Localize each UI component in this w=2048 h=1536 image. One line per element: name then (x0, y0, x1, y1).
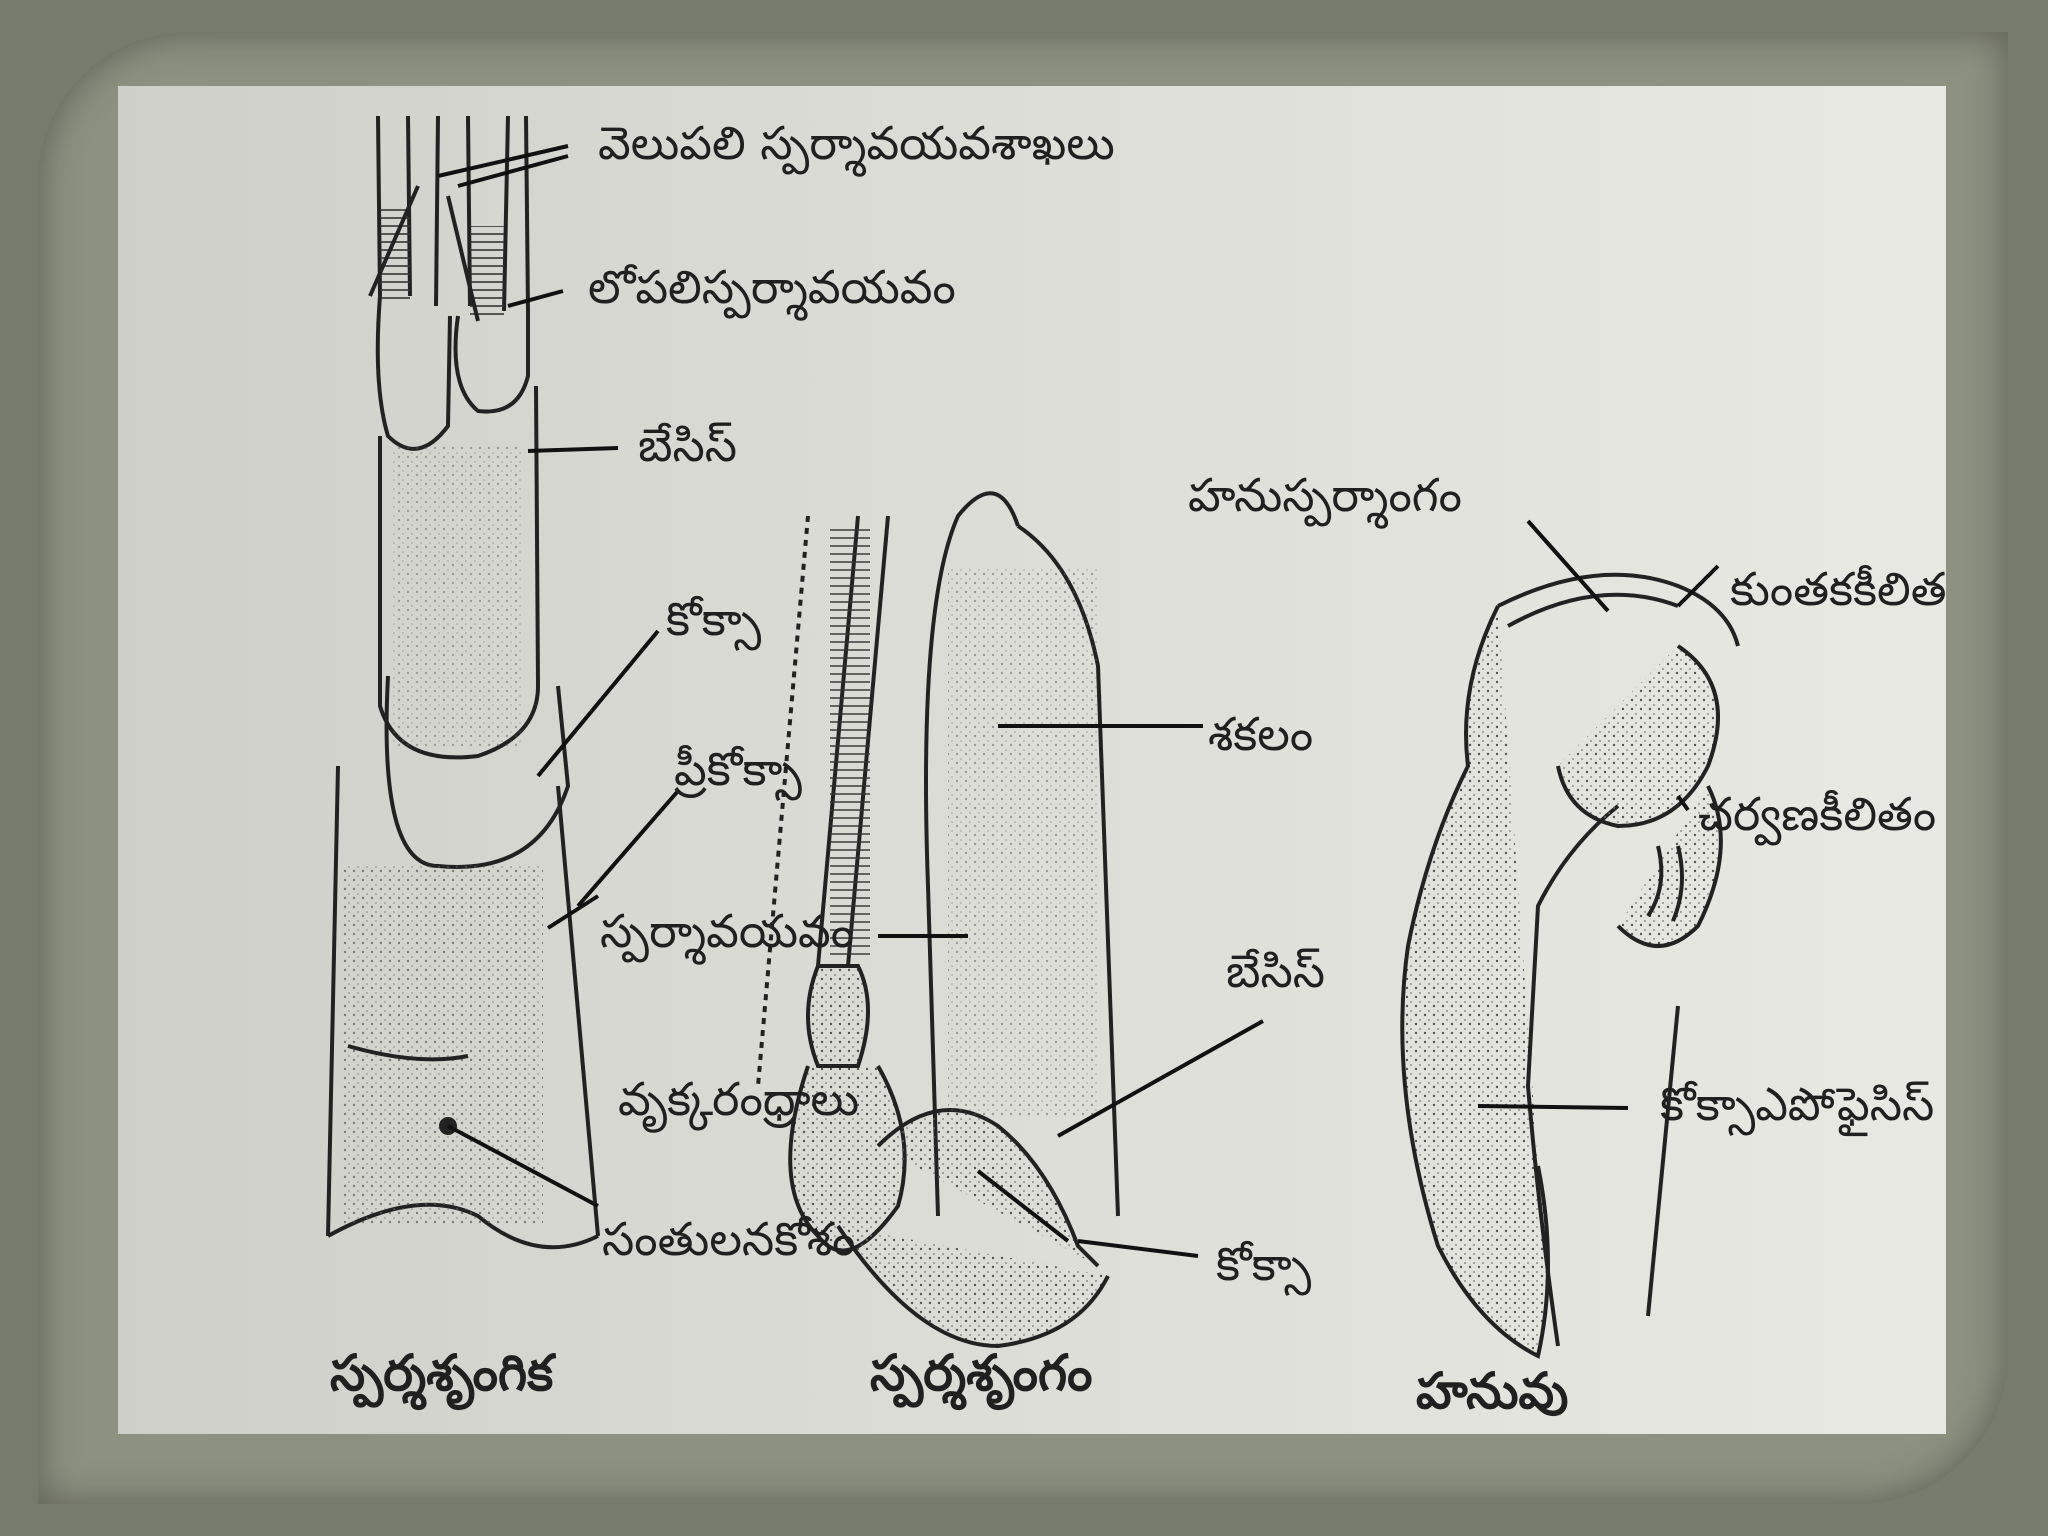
label-basis-2: బేసిస్ (1226, 944, 1326, 998)
label-balance-organ: సంతులనకోశం (602, 1212, 856, 1266)
caption-mandible: హనువు (1416, 1362, 1569, 1420)
label-hanusparshangam: హనుస్పర్శాంగం (1188, 468, 1462, 522)
antenna-drawing (756, 491, 1120, 1349)
caption-antenna: స్పర్శశృంగం (870, 1344, 1093, 1402)
diagram-drawing (326, 115, 1740, 1359)
label-precoxa: ప్రీకోక్సా (674, 742, 802, 796)
antennule-drawing (326, 115, 600, 1250)
label-sparshavayavam: స్పర్శావయవం (600, 904, 855, 958)
mandible-drawing (1400, 572, 1740, 1359)
label-coxa-2: కోక్సా (1216, 1237, 1312, 1291)
label-basis-1: బేసిస్ (638, 418, 738, 472)
diagram-photo: వెలుపలి స్పర్శావయవశాఖలు లోపలిస్పర్శావయవం… (118, 86, 1946, 1434)
caption-antennule: స్పర్శశృంగిక (330, 1344, 554, 1402)
label-incisor: కుంతకకీలితం (1730, 562, 1946, 616)
label-molar: చర్వణకీలితం (1698, 787, 1937, 841)
label-shakalam: శకలం (1208, 707, 1314, 761)
label-renal-pores: వృక్కరంధ్రాలు (618, 1072, 860, 1126)
label-inner-appendage: లోపలిస్పర్శావయవం (588, 260, 956, 314)
label-coxa-1: కోక్సా (666, 592, 762, 646)
leader-lines (437, 144, 1720, 1258)
label-outer-branches: వెలుపలి స్పర్శావయవశాఖలు (598, 116, 1115, 170)
label-coxapophysis: కోక్సాఎపోఫైసిస్ (1660, 1077, 1935, 1131)
